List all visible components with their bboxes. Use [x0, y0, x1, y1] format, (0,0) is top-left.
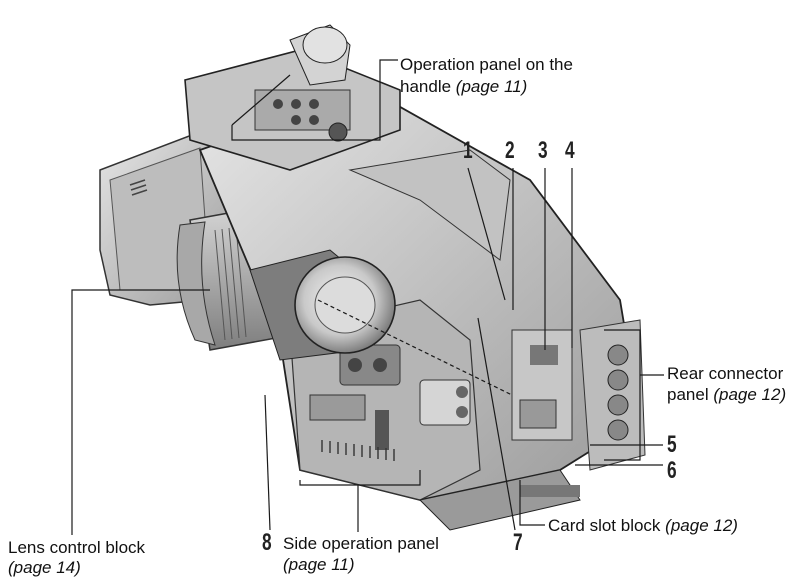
card-slot-text: Card slot block	[548, 516, 666, 535]
operation-panel-page-ref[interactable]: (page 11)	[455, 77, 528, 96]
eyecup	[249, 249, 396, 361]
callout-number-7: 7	[513, 529, 523, 556]
operation-panel-label-line1: Operation panel on the	[400, 55, 573, 74]
base-plate	[418, 469, 581, 531]
rear-connector-label-line1: Rear connector	[667, 364, 784, 383]
operation-panel-label-line2: handle (page 11)	[400, 77, 527, 97]
lens-control-ref-text: (page 14)	[8, 558, 81, 577]
card-slot-label: Card slot block (page 12)	[548, 516, 738, 536]
side-operation-ref-text: (page 11)	[283, 555, 355, 574]
rear-connectors	[511, 319, 646, 471]
side-operation-page-ref[interactable]: (page 11)	[283, 555, 355, 575]
callout-number-5: 5	[667, 431, 677, 458]
side-operation-label-line1: Side operation panel	[283, 534, 439, 553]
operation-panel-text: handle	[400, 77, 456, 96]
callout-number-4: 4	[565, 137, 575, 164]
rear-connector-label-line2: panel (page 12)	[667, 385, 786, 405]
lens-control-label-line1: Lens control block	[8, 538, 146, 557]
callout-number-6: 6	[667, 457, 677, 484]
leader-lines	[71, 59, 664, 535]
rear-connector-text: panel	[667, 385, 714, 404]
lens-control-page-ref[interactable]: (page 14)	[8, 558, 81, 578]
rear-connector-page-ref[interactable]: (page 12)	[713, 385, 787, 404]
callout-number-1: 1	[463, 137, 473, 164]
card-slot-page-ref[interactable]: (page 12)	[665, 516, 738, 535]
callout-number-8: 8	[262, 529, 272, 556]
callout-number-3: 3	[538, 137, 548, 164]
callout-number-2: 2	[505, 137, 515, 164]
